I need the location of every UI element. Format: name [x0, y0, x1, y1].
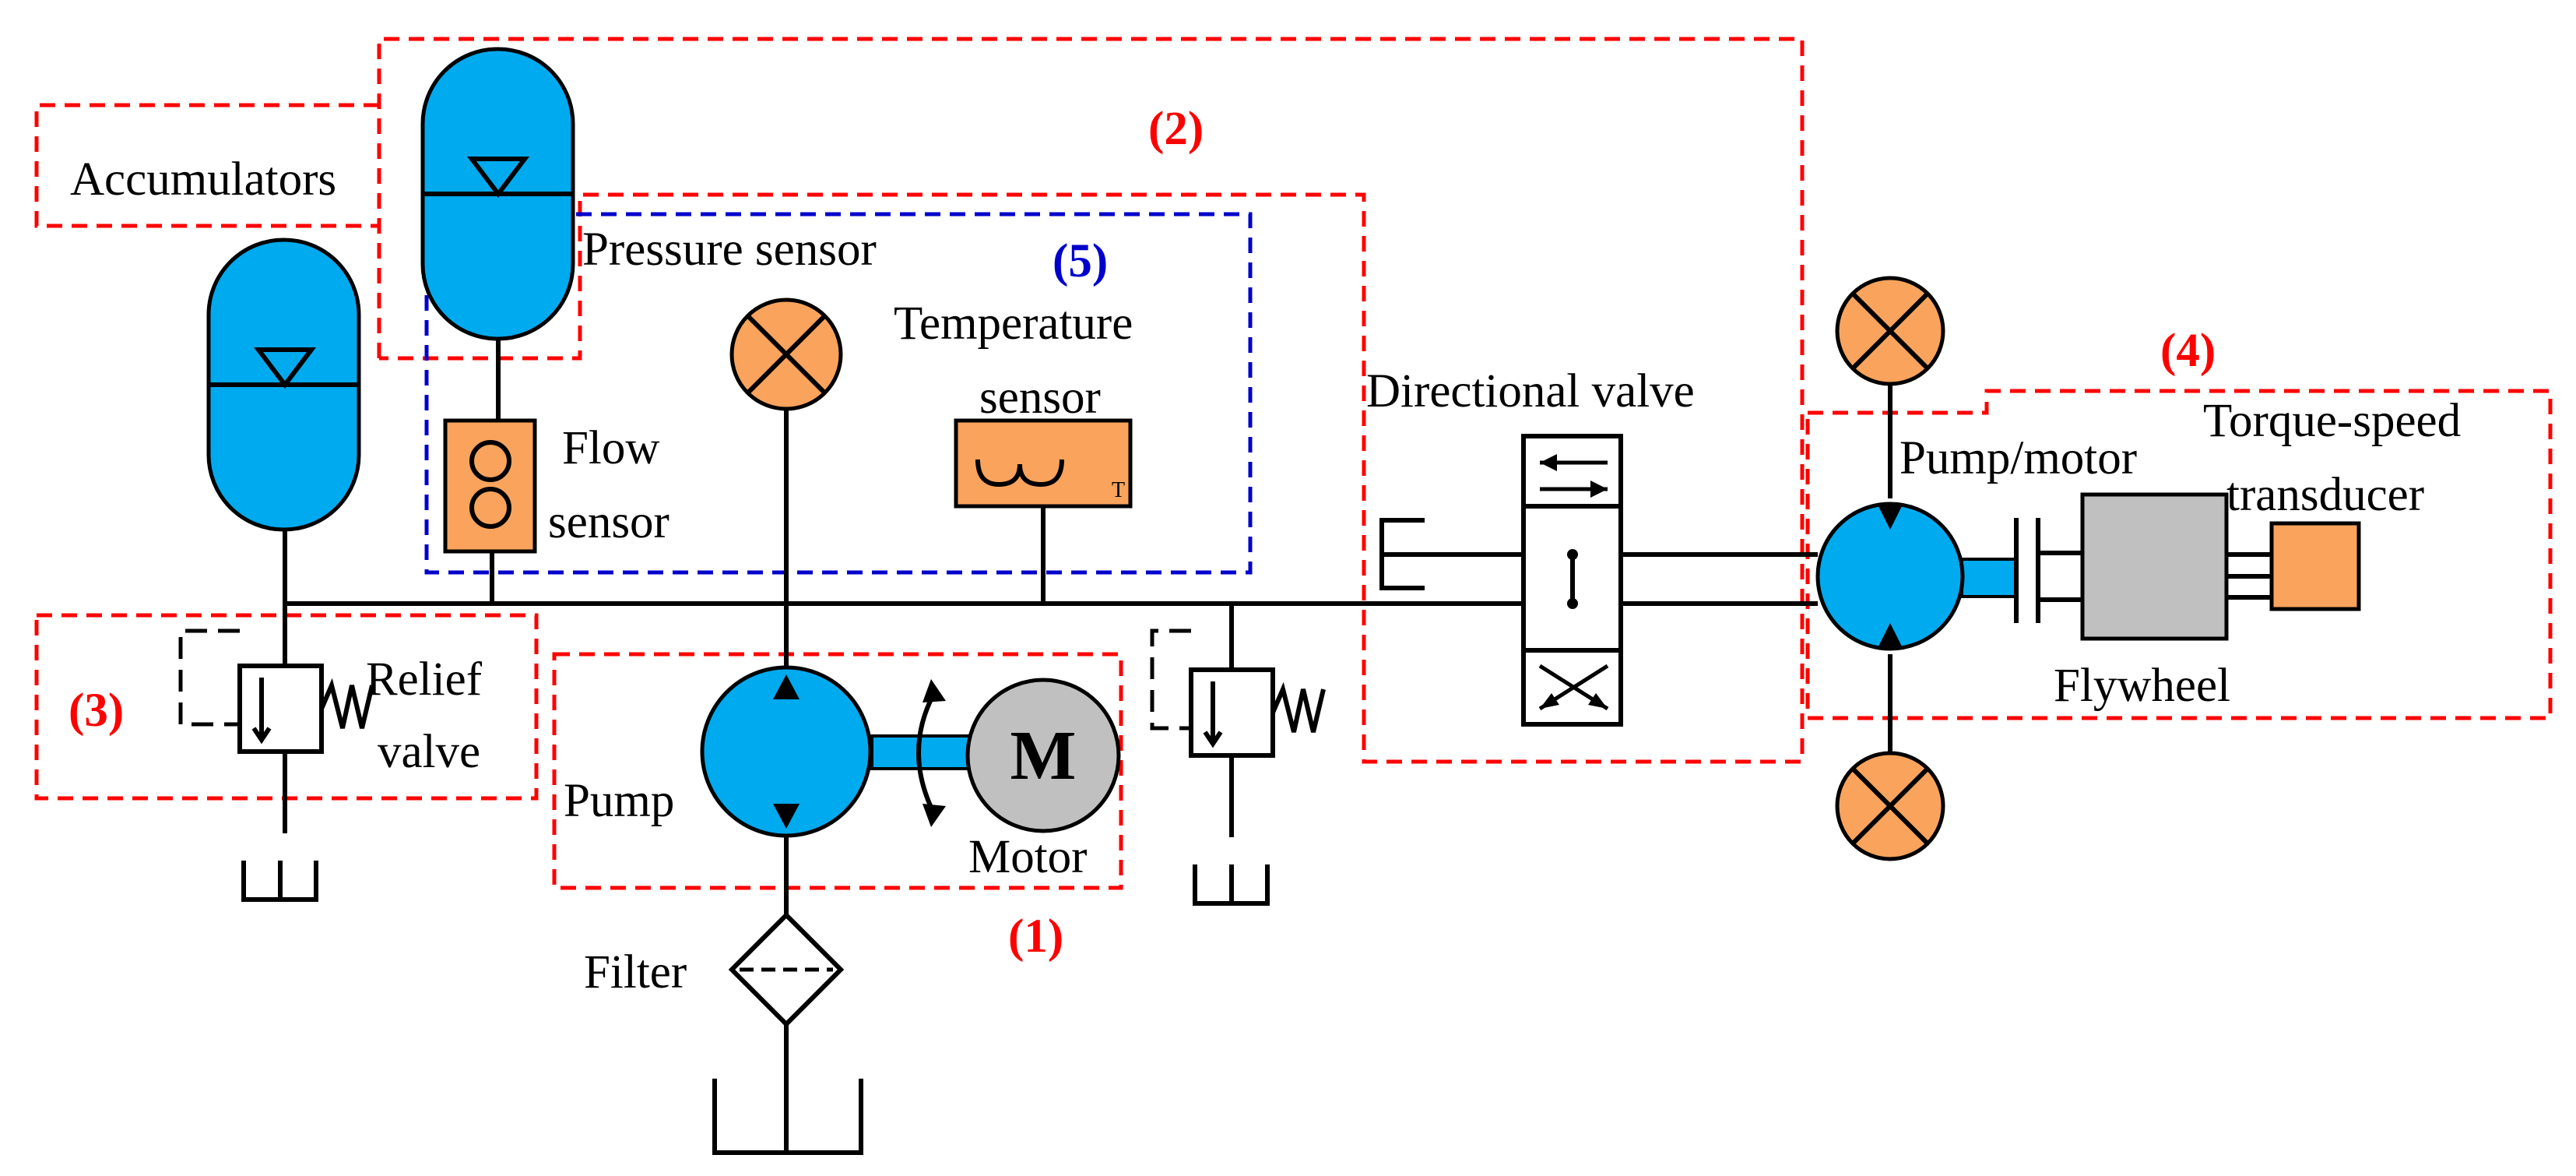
relief-valve-label-line2: valve — [378, 726, 480, 778]
flywheel-label: Flywheel — [2054, 660, 2230, 712]
relief-valve-left — [178, 604, 374, 902]
temperature-sensor-symbol: T — [954, 418, 1133, 604]
accumulators-label: Accumulators — [70, 153, 336, 206]
motor-m-label: M — [1010, 717, 1077, 794]
pressure-sensor-label: Pressure sensor — [582, 224, 877, 276]
group-5-boundary — [424, 212, 1253, 575]
accumulator-right — [420, 47, 575, 421]
group-4-boundary — [1805, 389, 2553, 720]
flow-sensor-label-line1: Flow — [562, 422, 659, 474]
group-1-boundary — [552, 652, 1123, 890]
directional-valve-symbol — [1379, 434, 1623, 727]
flow-sensor-label-line2: sensor — [548, 496, 669, 548]
torque-speed-label-line1: Torque-speed — [2203, 395, 2461, 447]
group-3-label: (3) — [69, 685, 124, 737]
directional-valve-label: Directional valve — [1366, 365, 1695, 417]
motor-label: Motor — [968, 831, 1088, 883]
relief-valve-label-line1: Relief — [366, 653, 483, 706]
flow-sensor-symbol — [443, 418, 537, 604]
torque-speed-label-line2: transducer — [2226, 469, 2424, 521]
motor-symbol: M — [965, 678, 1121, 833]
torque-speed-transducer-symbol — [2269, 521, 2361, 611]
accumulator-left — [206, 238, 361, 604]
pump-motor-label: Pump/motor — [1899, 432, 2137, 484]
relief-valve-right — [1150, 604, 1326, 906]
pressure-gauge-main — [729, 298, 843, 678]
svg-text:T: T — [1112, 478, 1125, 502]
group-5-label: (5) — [1053, 235, 1108, 287]
filter-label: Filter — [584, 946, 687, 998]
group-2-boundary-left — [34, 103, 379, 228]
temperature-sensor-label-line1: Temperature — [894, 298, 1133, 350]
filter-symbol — [712, 911, 863, 1155]
pump-motor-symbol — [1815, 276, 2018, 861]
rotation-arrow — [916, 679, 946, 827]
transducer-coupling — [2226, 552, 2272, 600]
pump-symbol — [700, 665, 982, 915]
flywheel-symbol — [2080, 492, 2229, 641]
pump-label: Pump — [564, 775, 674, 827]
shaft-coupling — [2014, 518, 2082, 623]
temperature-sensor-label-line2: sensor — [979, 371, 1101, 424]
group-2-label: (2) — [1148, 103, 1204, 155]
group-2-boundary — [377, 37, 1805, 764]
group-4-label: (4) — [2160, 325, 2216, 377]
group-1-label: (1) — [1008, 910, 1063, 963]
